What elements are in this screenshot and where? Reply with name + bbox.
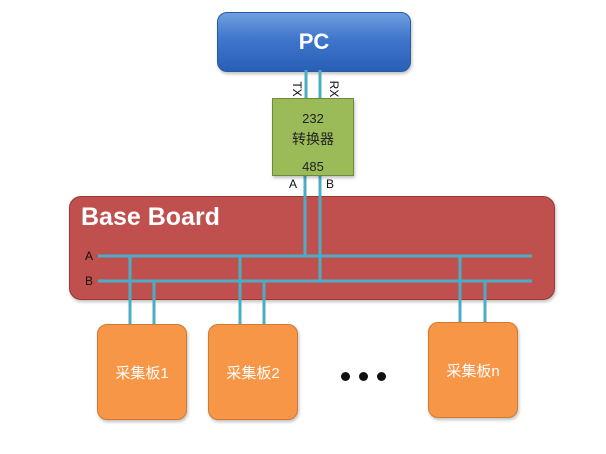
pc-label: PC (298, 29, 330, 54)
converter-top-label: 232 (302, 111, 324, 126)
converter-232-485: 232 转换器 485 (272, 98, 354, 176)
collector-board-1: 采集板1 (97, 324, 187, 420)
ellipsis-dot (359, 372, 368, 381)
collector-board-label: 采集板2 (226, 364, 280, 382)
ellipsis-dot (377, 372, 386, 381)
converter-bottom-label: 485 (302, 159, 324, 174)
collector-board-2: 采集板2 (208, 324, 298, 420)
tx-label: TX (290, 81, 304, 97)
collector-board-label: 采集板1 (115, 364, 169, 382)
bus-b-label: B (85, 274, 94, 288)
converter-name: 转换器 (292, 131, 334, 147)
rx-label: RX (327, 80, 341, 98)
converter-b-label: B (326, 177, 335, 191)
collector-board-n: 采集板n (428, 322, 518, 418)
converter-a-label: A (289, 177, 298, 191)
ellipsis-dot (341, 372, 350, 381)
base-board-title: Base Board (81, 203, 220, 231)
collector-board-label: 采集板n (446, 362, 500, 380)
bus-a-label: A (85, 249, 94, 263)
base-board (69, 196, 555, 300)
pc-node: PC (217, 12, 411, 72)
